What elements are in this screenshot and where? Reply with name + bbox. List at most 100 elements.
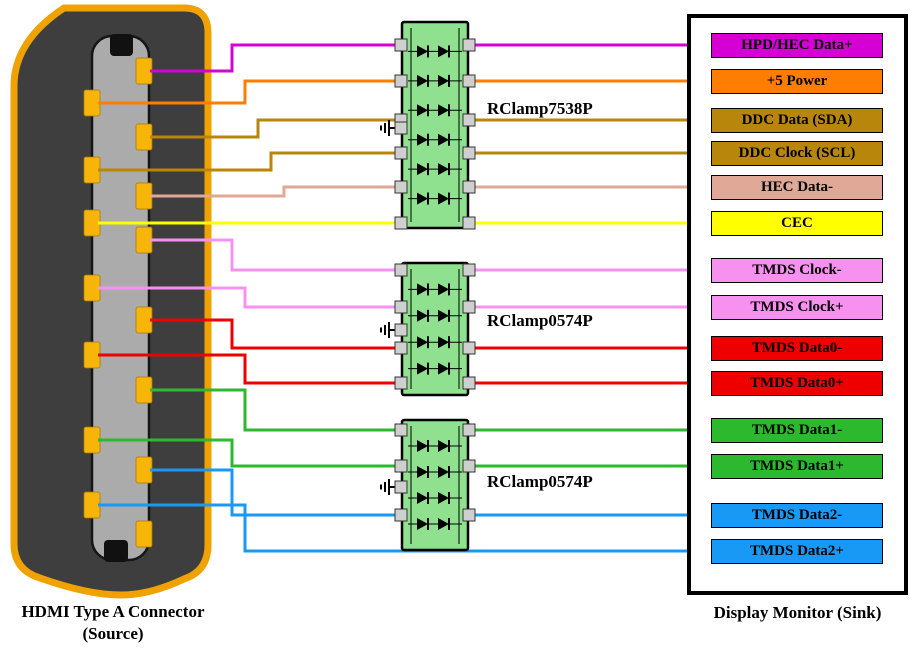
chip-pin <box>394 341 408 355</box>
diode-symbol <box>438 440 449 452</box>
diode-symbol <box>417 492 428 504</box>
connector-pin <box>83 89 101 117</box>
wire-ddc-clock-scl <box>98 151 690 172</box>
hdmi-connector <box>10 4 212 599</box>
chip-pin <box>394 300 408 314</box>
connector-pin <box>135 456 153 484</box>
chip-pin <box>462 508 476 522</box>
diode-symbol <box>438 163 449 176</box>
signal-label-tmds-data2: TMDS Data2- <box>711 502 883 528</box>
chip-ground-pin <box>394 480 408 494</box>
signal-label-tmds-data1: TMDS Data1+ <box>711 453 883 479</box>
source-caption-line2: (Source) <box>82 624 144 643</box>
diode-symbol <box>417 466 428 478</box>
chip-pin <box>394 146 408 160</box>
chip-pin <box>394 263 408 277</box>
signal-label-tmds-clock: TMDS Clock+ <box>711 294 883 320</box>
signal-label-ddc-data-sda: DDC Data (SDA) <box>711 107 883 133</box>
diode-symbol <box>417 336 428 349</box>
connector-pin <box>135 376 153 404</box>
chip-body <box>400 261 470 397</box>
diode-symbol <box>417 133 428 146</box>
source-caption-line1: HDMI Type A Connector <box>21 602 205 621</box>
signal-label-hec-data: HEC Data- <box>711 174 883 200</box>
ground-symbol-icon <box>380 479 390 495</box>
chip-pin <box>462 113 476 127</box>
diode-symbol <box>438 336 449 349</box>
diode-symbol <box>417 163 428 176</box>
connector-pin <box>135 123 153 151</box>
connector-pin <box>83 491 101 519</box>
signal-label-tmds-data1: TMDS Data1- <box>711 417 883 443</box>
chip-ground-pin <box>394 121 408 135</box>
esd-clamp-chip-1 <box>380 261 476 397</box>
signal-label-tmds-data0: TMDS Data0- <box>711 335 883 361</box>
wire-hec-data <box>150 185 690 198</box>
signal-label-5-power: +5 Power <box>711 68 883 94</box>
diode-symbol <box>438 309 449 322</box>
chip-pin <box>462 423 476 437</box>
diode-symbol <box>438 492 449 504</box>
diode-symbol <box>417 518 428 530</box>
chip-pin <box>394 180 408 194</box>
chip-pin <box>394 508 408 522</box>
chip-pin <box>394 423 408 437</box>
connector-pin <box>83 209 101 237</box>
chip-pin <box>462 300 476 314</box>
chip-pin <box>462 74 476 88</box>
esd-clamp-chip-0 <box>380 20 476 230</box>
chip-label-rclamp7538p: RClamp7538P <box>487 99 593 118</box>
diode-symbol <box>438 362 449 375</box>
diode-symbol <box>438 466 449 478</box>
chip-label-rclamp0574p-2: RClamp0574P <box>487 472 593 491</box>
diode-symbol <box>438 133 449 146</box>
diode-symbol <box>438 45 449 58</box>
diode-symbol <box>438 283 449 296</box>
chip-body <box>400 20 470 230</box>
diode-symbol <box>417 45 428 58</box>
diode-symbol <box>438 192 449 205</box>
chip-pin <box>462 263 476 277</box>
signal-label-cec: CEC <box>711 210 883 236</box>
signal-label-tmds-data0: TMDS Data0+ <box>711 370 883 396</box>
connector-pin <box>135 57 153 85</box>
chip-pin <box>394 376 408 390</box>
diode-symbol <box>417 192 428 205</box>
signal-label-tmds-data2: TMDS Data2+ <box>711 538 883 564</box>
diode-symbol <box>417 309 428 322</box>
diode-symbol <box>417 440 428 452</box>
connector-pin <box>135 182 153 210</box>
diode-symbol <box>438 74 449 87</box>
signal-label-hpd-hec-data: HPD/HEC Data+ <box>711 32 883 58</box>
chip-pin <box>462 180 476 194</box>
chip-pin <box>462 459 476 473</box>
diode-symbol <box>417 283 428 296</box>
connector-pin <box>83 274 101 302</box>
chip-body <box>400 418 470 552</box>
signal-label-ddc-clock-scl: DDC Clock (SCL) <box>711 140 883 166</box>
chip-pin <box>462 341 476 355</box>
diode-symbol <box>417 362 428 375</box>
ground-symbol-icon <box>380 322 390 338</box>
connector-notch-top <box>110 34 133 56</box>
diode-symbol <box>417 104 428 117</box>
chip-pin <box>462 216 476 230</box>
chip-ground-pin <box>394 323 408 337</box>
signal-label-tmds-clock: TMDS Clock- <box>711 257 883 283</box>
chip-pin <box>394 74 408 88</box>
chip-pin <box>394 459 408 473</box>
chip-pin <box>394 216 408 230</box>
diode-symbol <box>438 104 449 117</box>
ground-symbol-icon <box>380 120 390 136</box>
connector-pin <box>83 426 101 454</box>
diode-symbol <box>417 74 428 87</box>
connector-pin <box>83 156 101 184</box>
connector-pin <box>135 226 153 254</box>
connector-notch-bottom <box>104 540 128 562</box>
chip-pin <box>462 38 476 52</box>
diode-symbol <box>438 518 449 530</box>
chip-label-rclamp0574p-1: RClamp0574P <box>487 311 593 330</box>
connector-pin <box>83 341 101 369</box>
sink-caption: Display Monitor (Sink) <box>713 603 882 622</box>
